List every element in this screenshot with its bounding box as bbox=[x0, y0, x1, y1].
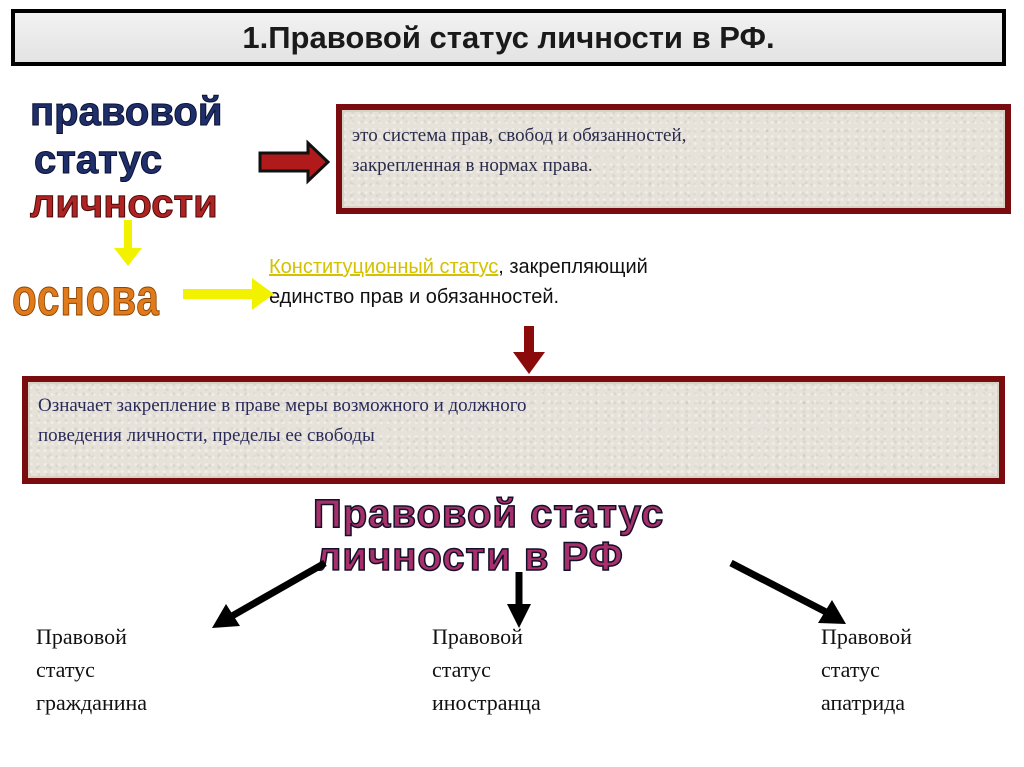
red-right-arrow bbox=[258, 139, 331, 185]
constitutional-status-link[interactable]: Конституционный статус bbox=[269, 256, 499, 278]
black-arrow-stateless bbox=[729, 559, 846, 624]
meaning-line-2: поведения личности, пределы ее свободы bbox=[38, 425, 375, 446]
status-citizen-line-2: статус bbox=[36, 657, 95, 682]
status-citizen-line-1: Правовой bbox=[36, 624, 127, 649]
heading-line-lichnosti: личности bbox=[30, 182, 219, 226]
status-foreigner: Правовой статус иностранца bbox=[432, 620, 541, 719]
yellow-right-arrow bbox=[183, 278, 274, 310]
status-foreigner-line-3: иностранца bbox=[432, 690, 541, 715]
status-foreigner-line-1: Правовой bbox=[432, 624, 523, 649]
center-heading-line-1: Правовой статус bbox=[312, 492, 665, 536]
meaning-box: Означает закрепление в праве меры возмож… bbox=[22, 376, 1005, 484]
center-heading-line-2: личности в РФ bbox=[315, 535, 624, 579]
basis-label: основа bbox=[12, 269, 160, 327]
meaning-line-1: Означает закрепление в праве меры возмож… bbox=[38, 395, 527, 416]
definition-box: это система прав, свобод и обязанностей,… bbox=[336, 104, 1011, 214]
status-foreigner-line-2: статус bbox=[432, 657, 491, 682]
page-title: 1.Правовой статус личности в РФ. bbox=[242, 19, 775, 55]
status-stateless-line-3: апатрида bbox=[821, 690, 906, 715]
constitutional-status-rest: , закрепляющий bbox=[498, 256, 648, 278]
title-bar: 1.Правовой статус личности в РФ. bbox=[11, 9, 1006, 66]
definition-line-1: это система прав, свобод и обязанностей, bbox=[352, 125, 687, 146]
heading-line-pravovoy: правовой bbox=[29, 90, 223, 134]
black-arrow-foreigner bbox=[507, 572, 531, 628]
dark-red-down-arrow bbox=[513, 326, 545, 374]
constitutional-status-line-2: единство прав и обязанностей. bbox=[269, 286, 560, 308]
status-citizen: Правовой статус гражданина bbox=[36, 620, 147, 719]
heading-line-status: статус bbox=[33, 138, 163, 182]
constitutional-status-text: Конституционный статус, закрепляющий bbox=[269, 252, 648, 282]
status-stateless-line-2: статус bbox=[821, 657, 880, 682]
status-citizen-line-3: гражданина bbox=[36, 690, 148, 715]
status-stateless: Правовой статус апатрида bbox=[821, 620, 912, 719]
definition-line-2: закрепленная в нормах права. bbox=[352, 155, 593, 176]
status-stateless-line-1: Правовой bbox=[821, 624, 912, 649]
black-arrow-citizen bbox=[212, 559, 327, 628]
yellow-down-arrow bbox=[114, 220, 142, 266]
